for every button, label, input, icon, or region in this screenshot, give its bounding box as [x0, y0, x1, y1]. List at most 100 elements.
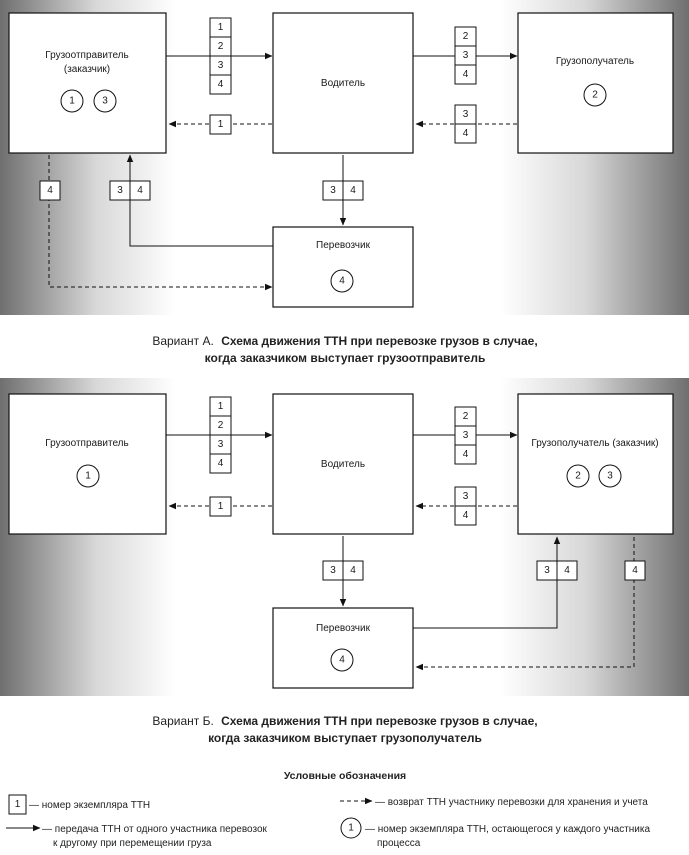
copies-return-to-sender: 1 — [209, 496, 232, 517]
caption-a-title-1: Схема движения ТТН при перевозке грузов … — [221, 334, 537, 348]
node-receiver: Грузополучатель (заказчик) 2 3 — [517, 393, 674, 535]
variant-b-diagram: Грузоотправитель 1 Водитель Грузополучат… — [0, 378, 689, 696]
copy-circle — [93, 89, 117, 113]
legend-badge-number: 1 — [15, 799, 21, 810]
legend-title: Условные обозначения — [284, 770, 406, 782]
copy-circle-number: 3 — [607, 471, 613, 482]
legend-dashed-text: — возврат ТТН участнику перевозки для хр… — [375, 797, 648, 808]
copies-stack-sender-to-driver: 1 2 3 4 — [209, 17, 232, 95]
node-label: Грузополучатель (заказчик) — [531, 438, 658, 449]
node-label: Грузополучатель — [556, 56, 634, 67]
copy-circle — [330, 269, 354, 293]
copy-circle-number: 2 — [575, 471, 581, 482]
copies-receiver-to-carrier: 4 — [624, 560, 646, 581]
copy-number: 4 — [632, 565, 638, 576]
node-label: Перевозчик — [316, 623, 371, 634]
copies-driver-to-carrier: 3 4 — [322, 560, 364, 581]
copy-number: 1 — [218, 501, 224, 512]
copy-circle-number: 4 — [339, 655, 345, 666]
node-driver: Водитель — [272, 393, 414, 535]
caption-a-line-1: Вариант А. Схема движения ТТН при перево… — [152, 334, 537, 348]
copy-number: 4 — [137, 185, 143, 196]
copy-circle — [598, 464, 622, 488]
copy-circle-number: 2 — [592, 90, 598, 101]
copies-driver-to-carrier: 3 4 — [322, 180, 364, 201]
copies-carrier-to-sender: 3 4 — [109, 180, 151, 201]
copy-number: 3 — [330, 185, 336, 196]
copy-circle-number: 3 — [102, 96, 108, 107]
caption-b-line-1: Вариант Б. Схема движения ТТН при перево… — [152, 714, 537, 728]
caption-a-prefix: Вариант А. — [152, 334, 214, 348]
legend-circle-sample — [340, 817, 362, 839]
node-label: Водитель — [321, 459, 365, 470]
copy-number: 3 — [463, 430, 469, 441]
node-receiver: Грузополучатель 2 — [517, 12, 674, 154]
copy-number: 1 — [218, 401, 224, 412]
legend-circle-number: 1 — [348, 823, 354, 834]
copy-number: 4 — [350, 565, 356, 576]
copy-number: 3 — [330, 565, 336, 576]
copy-number: 3 — [463, 109, 469, 120]
copies-return-to-driver: 3 4 — [454, 104, 477, 144]
node-label: Перевозчик — [316, 240, 371, 251]
node-carrier: Перевозчик 4 — [272, 607, 414, 689]
copy-number: 1 — [218, 119, 224, 130]
copy-number: 2 — [218, 420, 224, 431]
copy-circle-number: 1 — [69, 96, 75, 107]
copy-number: 1 — [218, 22, 224, 33]
copy-number: 4 — [564, 565, 570, 576]
legend-badge-sample — [8, 794, 27, 815]
legend-solid-text-2: к другому при перемещении груза — [53, 838, 212, 849]
copies-stack-driver-to-receiver: 2 3 4 — [454, 406, 477, 465]
copy-number: 4 — [218, 79, 224, 90]
variant-a-diagram: Грузоотправитель (заказчик) 1 3 Водитель… — [0, 0, 689, 315]
copy-number: 2 — [218, 41, 224, 52]
node-sender: Грузоотправитель 1 — [8, 393, 167, 535]
legend-circle-text-2: процесса — [377, 838, 421, 849]
copy-circle — [330, 648, 354, 672]
node-label: Грузоотправитель — [45, 438, 128, 449]
copies-return-to-driver: 3 4 — [454, 486, 477, 526]
copy-number: 2 — [463, 411, 469, 422]
node-label: Грузоотправитель — [45, 50, 128, 61]
copy-number: 3 — [218, 60, 224, 71]
node-label: Водитель — [321, 78, 365, 89]
node-driver: Водитель — [272, 12, 414, 154]
legend: Условные обозначения 1 — номер экземпляр… — [6, 770, 650, 849]
copy-circle — [60, 89, 84, 113]
copies-sender-to-carrier: 4 — [39, 180, 61, 201]
copy-number: 4 — [47, 185, 53, 196]
copy-number: 4 — [218, 458, 224, 469]
node-sublabel: (заказчик) — [64, 64, 110, 75]
copy-number: 4 — [463, 449, 469, 460]
copies-return-to-sender: 1 — [209, 114, 232, 135]
legend-badge-text: — номер экземпляра ТТН — [29, 800, 150, 811]
copy-circle-number: 4 — [339, 276, 345, 287]
copy-number: 4 — [463, 510, 469, 521]
caption-b-prefix: Вариант Б. — [152, 714, 213, 728]
copies-stack-driver-to-receiver: 2 3 4 — [454, 26, 477, 85]
copy-number: 3 — [463, 491, 469, 502]
legend-circle-text-1: — номер экземпляра ТТН, остающегося у ка… — [365, 824, 650, 835]
caption-b-title-1: Схема движения ТТН при перевозке грузов … — [221, 714, 537, 728]
copy-number: 4 — [463, 69, 469, 80]
caption-b-title-2: когда заказчиком выступает грузополучате… — [208, 731, 482, 745]
node-carrier: Перевозчик 4 — [272, 226, 414, 308]
caption-a-title-2: когда заказчиком выступает грузоотправит… — [205, 351, 486, 365]
legend-solid-text-1: — передача ТТН от одного участника перев… — [42, 824, 268, 835]
node-sender: Грузоотправитель (заказчик) 1 3 — [8, 12, 167, 154]
copy-circle — [76, 464, 100, 488]
copy-number: 3 — [544, 565, 550, 576]
copy-number: 3 — [463, 50, 469, 61]
copy-circle — [583, 83, 607, 107]
copy-number: 2 — [463, 31, 469, 42]
copy-number: 3 — [218, 439, 224, 450]
copy-circle-number: 1 — [85, 471, 91, 482]
copy-number: 4 — [350, 185, 356, 196]
copy-circle — [566, 464, 590, 488]
copy-number: 3 — [117, 185, 123, 196]
copies-carrier-to-receiver: 3 4 — [536, 560, 578, 581]
copies-stack-sender-to-driver: 1 2 3 4 — [209, 396, 232, 474]
copy-number: 4 — [463, 128, 469, 139]
